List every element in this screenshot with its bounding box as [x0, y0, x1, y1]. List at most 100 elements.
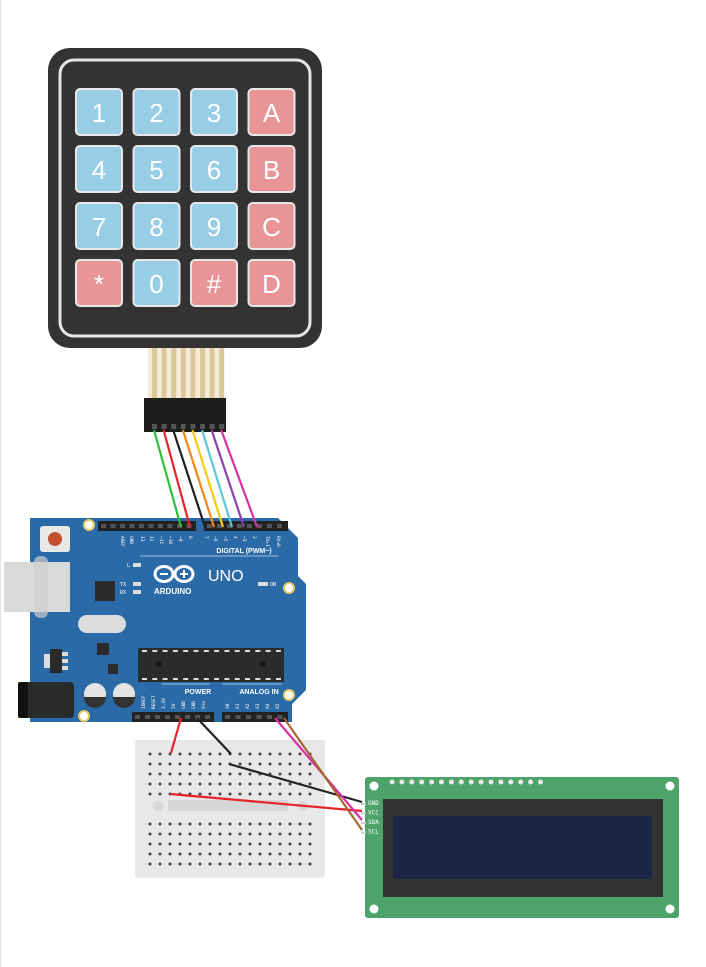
keypad-key-D[interactable]: D: [247, 259, 296, 307]
digital-header-left: [98, 521, 196, 531]
reset-button[interactable]: [48, 532, 62, 546]
keypad-wire-5: [191, 429, 225, 528]
power-label: POWER: [185, 689, 211, 696]
key-label: D: [262, 269, 281, 299]
keypad-key-#[interactable]: #: [190, 259, 238, 307]
usb-chip: [95, 581, 115, 601]
wire-scl-lcd: [283, 717, 363, 831]
led-l-label: L: [127, 563, 130, 569]
keypad-key-2[interactable]: 2: [132, 88, 181, 136]
led-tx: [133, 582, 141, 586]
mount-hole: [78, 710, 90, 722]
keypad-key-7[interactable]: 7: [75, 202, 123, 250]
power-header: [132, 712, 214, 722]
mount-hole: [83, 519, 95, 531]
voltage-regulator: [50, 649, 62, 673]
keypad-key-6[interactable]: 6: [190, 145, 238, 193]
lcd-screen: [393, 816, 652, 879]
power-jack: [18, 682, 74, 718]
key-label: 3: [207, 98, 221, 128]
analog-pin-label: A2: [245, 703, 251, 709]
digital-pin-label: ~10: [167, 536, 173, 544]
digital-pin-label: 8: [187, 536, 193, 539]
keypad-key-3[interactable]: 3: [190, 88, 238, 136]
analog-pin-label: A4: [265, 703, 271, 709]
power-pin-label: IOREF: [141, 695, 147, 709]
digital-pin-label: 13: [139, 536, 145, 542]
digital-pin-label: ~6: [212, 536, 218, 542]
power-wires: [169, 717, 363, 831]
led-rx: [133, 590, 141, 594]
breadboard[interactable]: [135, 740, 325, 878]
crystal-oscillator: [78, 615, 126, 633]
wire-vcc-lcd: [169, 792, 363, 813]
key-label: C: [262, 212, 281, 242]
analog-header: [222, 712, 288, 722]
key-label: A: [263, 98, 281, 128]
key-label: *: [94, 269, 104, 299]
led-tx-label: TX: [120, 582, 126, 588]
small-chip: [97, 643, 109, 655]
power-pin-label: 5V: [171, 703, 177, 709]
keypad-key-5[interactable]: 5: [132, 145, 181, 193]
keypad-wire-4: [181, 429, 216, 528]
analog-pin-label: A0: [225, 703, 231, 709]
keypad-border: [58, 58, 312, 338]
power-pin-label: RESET: [151, 695, 157, 709]
arduino-brand: ARDUINO: [154, 587, 191, 596]
digital-pin-label: AREF: [119, 536, 125, 547]
key-label: 4: [92, 155, 106, 185]
keypad-wire-1: [152, 429, 183, 528]
digital-pin-label: ~11: [158, 536, 164, 544]
power-pin-label: GND: [191, 701, 197, 709]
keypad-key-9[interactable]: 9: [190, 202, 238, 250]
keypad-key-4[interactable]: 4: [75, 145, 123, 193]
analog-pin-label: A3: [255, 703, 261, 709]
keypad-key-8[interactable]: 8: [132, 202, 181, 250]
key-label: 8: [149, 212, 163, 242]
key-label: 2: [149, 98, 163, 128]
digital-pin-label: GND: [128, 536, 134, 544]
digital-pin-label: ~9: [177, 536, 183, 542]
keypad-key-0[interactable]: 0: [132, 259, 181, 307]
key-label: B: [263, 155, 280, 185]
keypad-key-C[interactable]: C: [247, 202, 296, 250]
key-label: 9: [207, 212, 221, 242]
power-pin-label: GND: [181, 701, 187, 709]
keypad-ribbon: [148, 344, 225, 400]
keypad-wires: [152, 429, 259, 528]
keypad-wire-3: [172, 429, 207, 528]
digital-header-right: [204, 521, 288, 531]
keypad-wire-6: [200, 429, 234, 528]
led-on-label: ON: [270, 582, 276, 588]
key-label: 7: [92, 212, 106, 242]
canvas-left-border: [0, 0, 1, 967]
analog-pin-label: A5: [275, 703, 281, 709]
power-pin-label: Vin: [201, 701, 207, 709]
atmega-chip: [138, 648, 284, 682]
keypad-key-*[interactable]: *: [75, 259, 123, 307]
wire-gnd-breadboard: [196, 717, 232, 755]
digital-pin-label: ~3: [241, 536, 247, 542]
breadboard-divider: [168, 800, 288, 811]
key-label: #: [207, 269, 222, 299]
keypad-key-1[interactable]: 1: [75, 88, 123, 136]
led-l: [133, 563, 141, 567]
digital-pin-label: 12: [148, 536, 154, 542]
key-label: 5: [149, 155, 163, 185]
keypad-key-A[interactable]: A: [247, 88, 296, 136]
key-label: 0: [149, 269, 163, 299]
analog-label: ANALOG IN: [239, 689, 278, 696]
keypad-key-B[interactable]: B: [247, 145, 296, 193]
led-rx-label: RX: [120, 590, 126, 596]
keypad-wire-8: [220, 429, 259, 528]
lcd-pin-label-vcc: VCC: [368, 810, 379, 817]
lcd-pin-label-scl: SCL: [368, 829, 379, 836]
analog-pin-label: A1: [235, 703, 241, 709]
wire-5v-breadboard: [169, 717, 183, 754]
power-pin-label: 3.3V: [161, 698, 167, 709]
